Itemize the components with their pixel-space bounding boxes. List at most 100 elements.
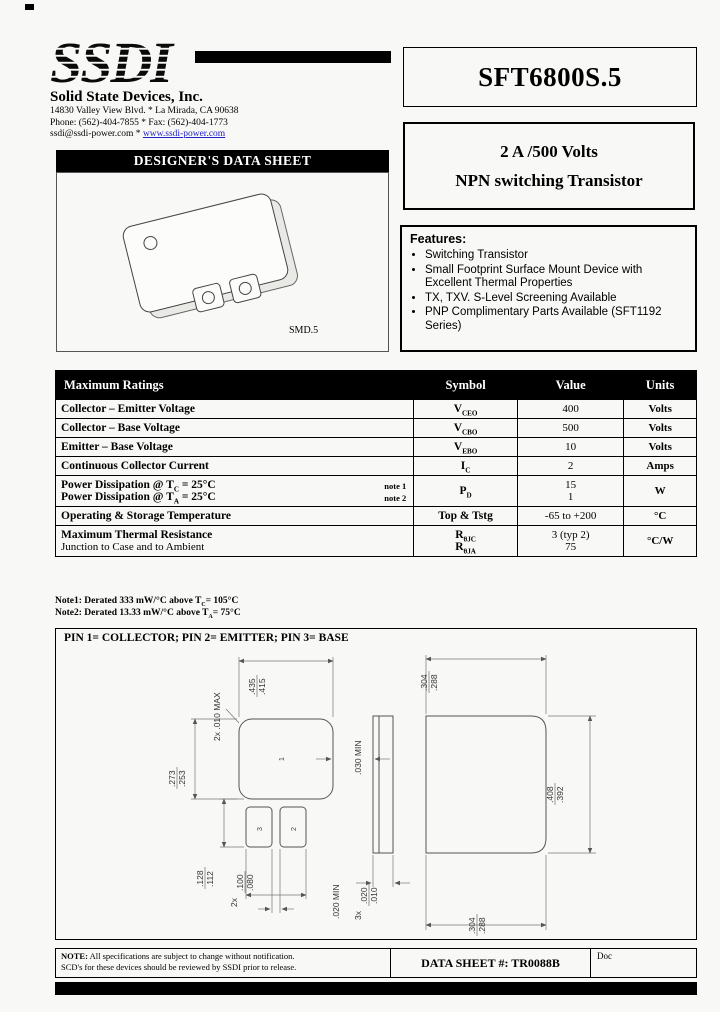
top-view-pad2 [279,806,307,848]
cell-symbol: VCEO [413,399,518,419]
logo-block: SSDI Solid State Devices, Inc. 14830 Val… [50,36,395,141]
symbol-sub: CEO [462,409,478,418]
company-phone-fax: Phone: (562)-404-7855 * Fax: (562)-404-1… [50,117,228,128]
table-row-power-dissipation: Power Dissipation @ TC = 25°C note 1 Pow… [54,475,697,507]
symbol-base: V [453,403,463,415]
table-row-vcbo: Collector – Base Voltage VCBO 500 Volts [54,418,697,438]
dim-lead-span-top-num: .304 [419,674,429,691]
note-2: Note2: Derated 13.33 mW/°C above TA= 75°… [55,608,241,620]
doc-label: Doc [597,951,612,961]
symbol-base: V [453,441,463,453]
part-number: SFT6800S.5 [478,61,622,92]
dim-body-width-num: .435 [247,678,257,695]
cell-label: Power Dissipation @ TC = 25°C note 1 Pow… [54,475,415,507]
mechanical-drawing: .435 .415 .304 .288 2x .010 MAX .273 .25… [167,655,596,936]
company-name: Solid State Devices, Inc. [50,89,203,105]
features-box: Features: Switching Transistor Small Foo… [400,225,697,352]
cell-units: Volts [623,437,697,457]
power-line-2: Power Dissipation @ TA = 25°C note 2 [61,491,408,506]
pad-2-number: 2 [291,827,298,831]
dim-gap-min: .030 MIN [353,741,363,776]
symbol-base: V [453,422,463,434]
dim-pitch-num: .100 [235,874,245,891]
designers-data-sheet-banner: DESIGNER'S DATA SHEET [56,150,389,172]
pad-1-number: 1 [279,757,286,761]
features-list: Switching Transistor Small Footprint Sur… [410,249,687,333]
cell-value: 3 (typ 2)75 [516,525,625,557]
package-pad-a [192,282,225,313]
table-header-row: Maximum Ratings Symbol Value Units [54,370,697,400]
mechanical-drawing-box: PIN 1= COLLECTOR; PIN 2= EMITTER; PIN 3=… [55,628,697,940]
package-pad-b [229,273,262,304]
symbol-sub: CBO [462,428,478,437]
cell-value: -65 to +200 [516,506,625,526]
dim-pitch-prefix: 2x [229,897,239,907]
cell-value: 2 [516,456,625,476]
logo-bar [195,51,391,63]
ssdi-logo: SSDI [50,36,391,88]
cell-units: °C/W [623,525,697,557]
footer-note-line2: SCD's for these devices should be review… [61,961,297,972]
cell-label: Operating & Storage Temperature [54,506,415,526]
part-number-box: SFT6800S.5 [403,47,697,107]
footer-bar: NOTE: All specifications are subject to … [55,948,697,978]
cell-label: Emitter – Base Voltage [54,437,415,457]
cell-value: 400 [516,399,625,419]
cell-symbol: VEBO [413,437,518,457]
cell-symbol: VCBO [413,418,518,438]
device-type: NPN switching Transistor [455,170,643,190]
package-drawing [122,193,298,319]
power-label-2: Power Dissipation @ TA = 25°C [61,491,216,506]
power-label-1: Power Dissipation @ TC = 25°C [61,479,216,494]
maximum-ratings-table: Maximum Ratings Symbol Value Units Colle… [54,370,697,557]
col-symbol: Symbol [413,370,518,400]
company-address: 14830 Valley View Blvd. * La Mirada, CA … [50,106,239,116]
feature-item: TX, TXV. S-Level Screening Available [425,292,687,306]
dim-body-length-den: .253 [177,770,187,787]
feature-item: PNP Complimentary Parts Available (SFT11… [425,306,687,333]
symbol-base: I [460,460,466,472]
company-website-link[interactable]: www.ssdi-power.com [142,129,226,139]
dimension-lines [191,655,596,930]
package-label: SMD.5 [289,325,319,336]
cell-label: Collector – Emitter Voltage [54,399,415,419]
cell-symbol: Top & Tstg [413,506,518,526]
datasheet-number: DATA SHEET #: TR0088B [391,949,591,977]
dim-pitch-den: .080 [245,874,255,891]
dim-lead-span-bottom-den: .288 [477,917,487,934]
dim-lead-width-num: .020 [359,887,369,904]
table-row-thermal-resistance: Maximum Thermal Resistance Junction to C… [54,525,697,557]
footer-note-line1: NOTE: All specifications are subject to … [61,951,295,961]
table-row-ic: Continuous Collector Current IC 2 Amps [54,456,697,476]
dim-lead-width-prefix: 3x [353,910,363,920]
dim-pad-height-den: .112 [205,871,215,887]
dim-body-length-num: .273 [167,770,177,787]
package-views [238,715,547,854]
top-view-pad1 [238,718,334,800]
cell-symbol: RθJC RθJA [413,525,518,557]
cell-label: Collector – Base Voltage [54,418,415,438]
note-2-ref: note 2 [384,493,407,503]
device-title-box: 2 A /500 Volts NPN switching Transistor [403,122,695,210]
corner-mark [25,4,34,10]
cell-value: 500 [516,418,625,438]
thermal-label-1: Maximum Thermal Resistance [61,529,213,541]
table-notes: Note1: Derated 333 mW/°C above TC= 105°C… [55,595,241,620]
pad-numbers: 1 3 2 [257,757,298,831]
table-row-temperature: Operating & Storage Temperature Top & Ts… [54,506,697,526]
cell-units: W [623,475,697,507]
cell-label: Continuous Collector Current [54,456,415,476]
dimension-labels: .435 .415 .304 .288 2x .010 MAX .273 .25… [167,674,565,934]
cell-units: Amps [623,456,697,476]
symbol-sub: D [466,491,472,500]
pin-assignment-note: PIN 1= COLLECTOR; PIN 2= EMITTER; PIN 3=… [64,632,349,644]
features-title: Features: [410,232,467,246]
dim-clearance-min: .020 MIN [331,885,341,920]
note-1-ref: note 1 [384,481,407,491]
fraction-bars [176,671,556,936]
top-view-pad3 [245,806,273,848]
end-bar [55,982,697,995]
dim-height-num: .408 [545,786,555,803]
